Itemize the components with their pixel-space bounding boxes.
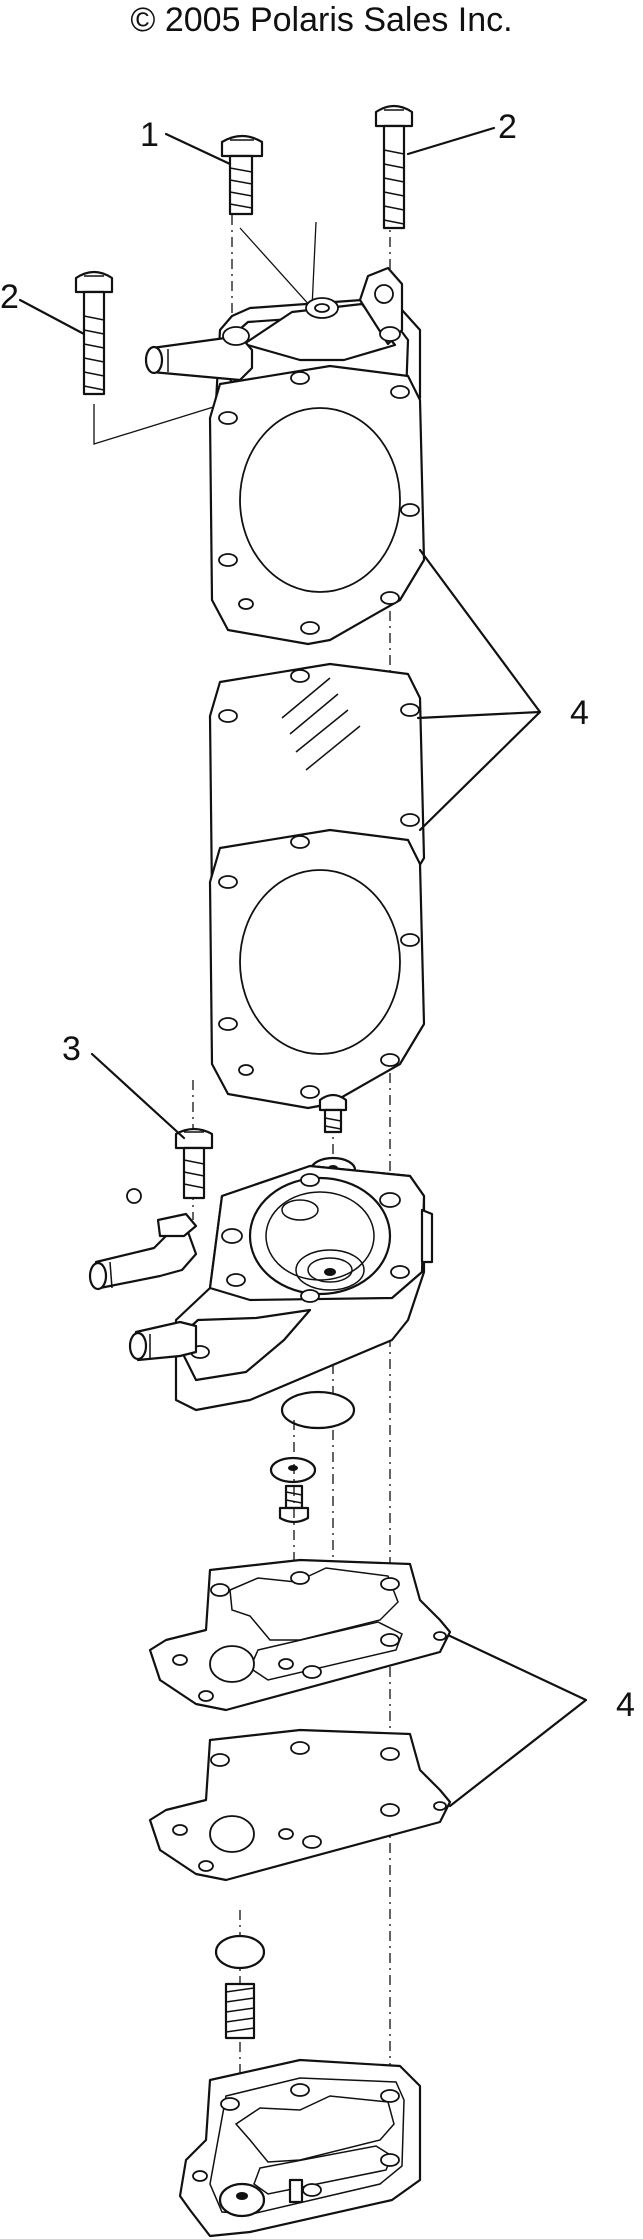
valve-cap (214, 1934, 266, 1970)
guide-line-screw-1 (239, 221, 317, 310)
callout-4-upper: 4 (570, 694, 589, 732)
guide-line-screw-2b (93, 399, 237, 445)
leader-line-4-lower (448, 1634, 588, 1808)
screw-2-right (374, 104, 414, 230)
callout-2-left: 2 (0, 278, 19, 316)
valve-retainer-lower (269, 1456, 317, 1484)
leader-line-4-upper-b (416, 710, 542, 720)
gasket-upper (208, 364, 426, 646)
screw-2-left (74, 270, 114, 396)
check-valve-disk-lower (280, 1390, 356, 1430)
leader-line-2-left (18, 298, 86, 336)
callout-4-lower: 4 (616, 1686, 635, 1724)
callout-2-right: 2 (498, 108, 517, 146)
screw-1 (220, 134, 264, 216)
valve-screw-lower (278, 1484, 310, 1524)
diaphragm-lower (148, 1728, 452, 1882)
callout-1: 1 (140, 116, 159, 154)
leader-line-3 (90, 1052, 186, 1140)
gasket-middle (208, 828, 426, 1110)
pump-base (178, 2058, 422, 2238)
pump-body (88, 1164, 434, 1412)
copyright-notice: © 2005 Polaris Sales Inc. (130, 1, 513, 39)
leader-line-1 (164, 132, 232, 166)
screw-3 (174, 1127, 214, 1200)
leader-line-2-right (406, 126, 496, 156)
gasket-lower-channels (148, 1558, 452, 1712)
leader-line-4-upper-a (418, 548, 542, 832)
valve-screw-upper (318, 1093, 348, 1134)
spring (224, 1982, 256, 2040)
callout-3: 3 (62, 1030, 81, 1068)
